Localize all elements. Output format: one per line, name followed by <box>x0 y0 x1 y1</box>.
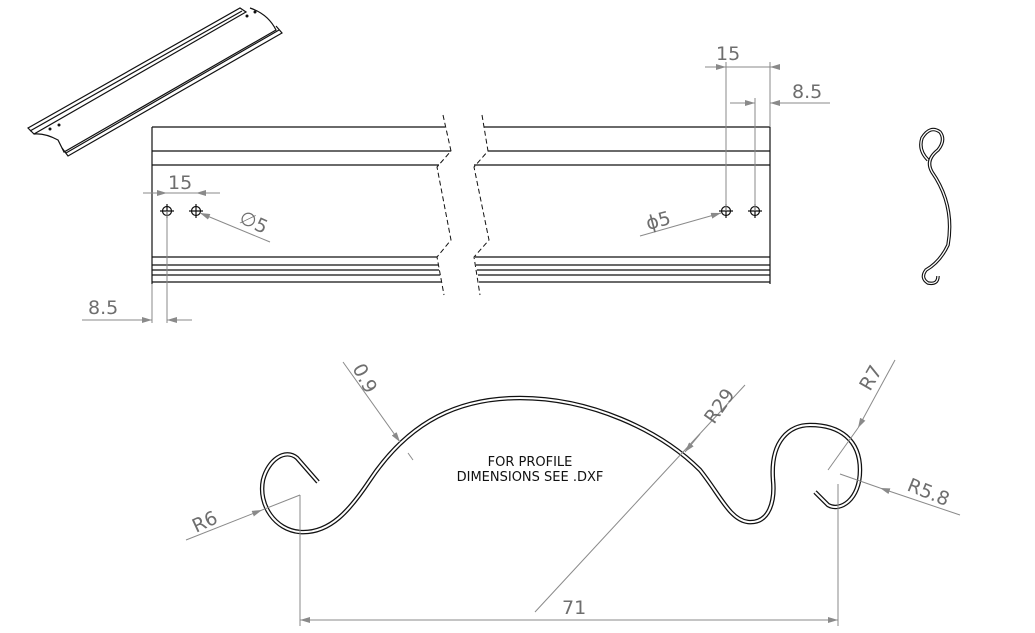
dim-overall-width: 71 <box>562 597 586 619</box>
dim-right-edge-offset: 8.5 <box>792 81 822 103</box>
dim-radius-right-outer: R7 <box>855 362 887 395</box>
right-panel-lines <box>474 126 771 284</box>
dim-left-hole-spacing: 15 <box>168 172 192 194</box>
profile-note-line2: DIMENSIONS SEE .DXF <box>457 470 604 485</box>
profile-note-line1: FOR PROFILE <box>488 455 573 470</box>
isometric-view <box>27 7 283 157</box>
dim-right-hole-spacing: 15 <box>716 43 740 65</box>
left-panel-lines <box>152 126 451 283</box>
dim-right-hole-diameter: ϕ5 <box>644 207 673 235</box>
dim-thickness: 0.9 <box>348 360 382 397</box>
dim-radius-main: R29 <box>700 385 739 428</box>
dim-left-hole-diameter: ∅5 <box>236 207 271 239</box>
dim-radius-right-inner: R5.8 <box>904 474 953 511</box>
profile-view: FOR PROFILE DIMENSIONS SEE .DXF 0.9 R29 … <box>185 359 961 626</box>
dim-left-edge-offset: 8.5 <box>88 297 118 319</box>
dim-radius-left-hook: R6 <box>189 507 221 538</box>
side-view <box>919 127 952 286</box>
front-view: 15 ∅5 8.5 15 8.5 ϕ5 <box>82 43 830 323</box>
